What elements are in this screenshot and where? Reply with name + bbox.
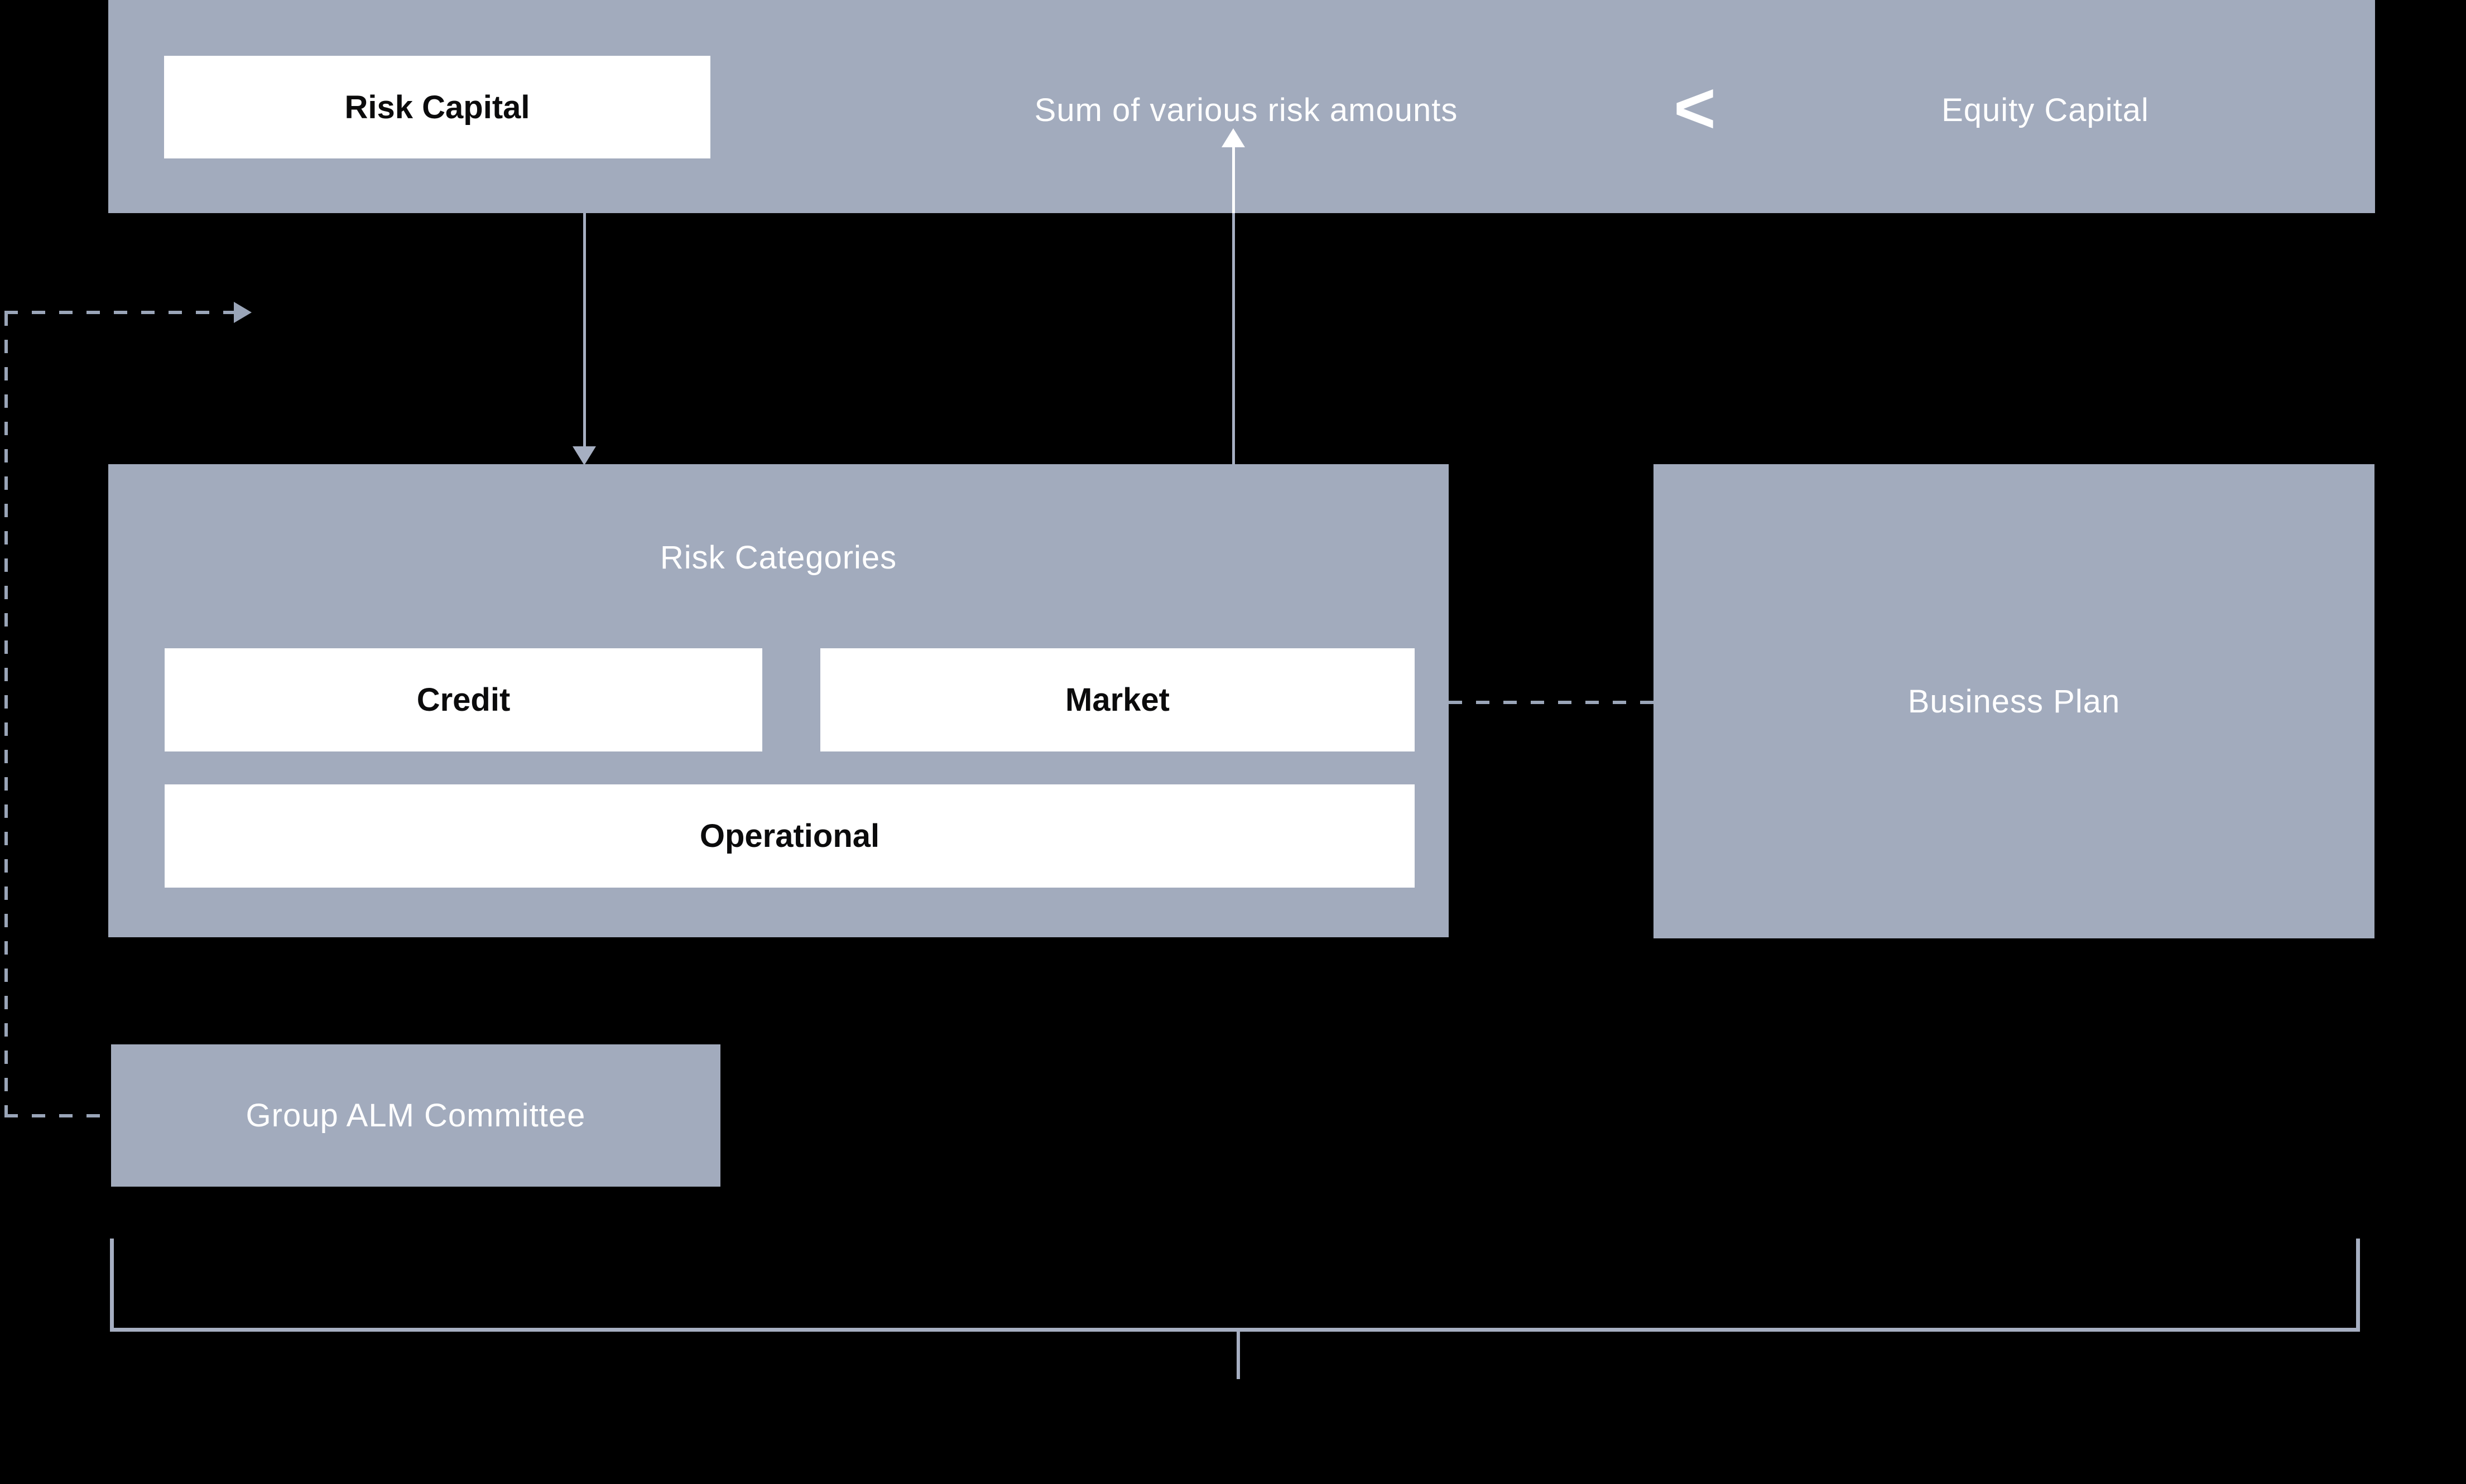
risk-capital-box: Risk Capital <box>164 56 710 158</box>
equity-capital-label: Equity Capital <box>1941 92 2149 128</box>
alm-dashed-connector <box>4 1114 111 1117</box>
credit-label: Credit <box>416 682 511 718</box>
arrow-down-icon <box>573 446 596 465</box>
risk-capital-label: Risk Capital <box>344 89 530 126</box>
categories-to-sum-arrow-shaft-upper <box>1232 146 1235 213</box>
operational-risk-box: Operational <box>165 784 1415 888</box>
group-alm-committee-box: Group ALM Committee <box>111 1044 720 1187</box>
bracket-horizontal-line <box>110 1328 2360 1332</box>
operational-label: Operational <box>699 818 880 854</box>
feedback-dashed-vertical <box>4 312 8 1117</box>
bracket-center-stem <box>1237 1332 1240 1379</box>
categories-to-sum-arrow-shaft <box>1232 213 1235 464</box>
capital-equation-bar: Risk Capital Sum of various risk amounts… <box>108 0 2375 213</box>
categories-business-plan-dashed-link <box>1449 701 1653 704</box>
arrow-up-icon <box>1222 128 1245 147</box>
group-alm-committee-label: Group ALM Committee <box>246 1097 586 1134</box>
feedback-dashed-horizontal <box>4 311 234 314</box>
credit-risk-box: Credit <box>165 648 762 751</box>
bracket-left-riser <box>110 1239 114 1329</box>
arrow-right-icon <box>234 302 252 323</box>
market-label: Market <box>1065 682 1170 718</box>
business-plan-label: Business Plan <box>1907 683 2121 720</box>
bracket-right-riser <box>2356 1239 2360 1329</box>
less-than-symbol: < <box>1674 67 1716 148</box>
business-plan-box: Business Plan <box>1653 464 2374 938</box>
risk-capital-to-categories-arrow-shaft <box>583 213 586 446</box>
risk-categories-title: Risk Categories <box>660 539 897 576</box>
market-risk-box: Market <box>820 648 1415 751</box>
sum-of-risk-amounts-label: Sum of various risk amounts <box>1034 92 1458 128</box>
